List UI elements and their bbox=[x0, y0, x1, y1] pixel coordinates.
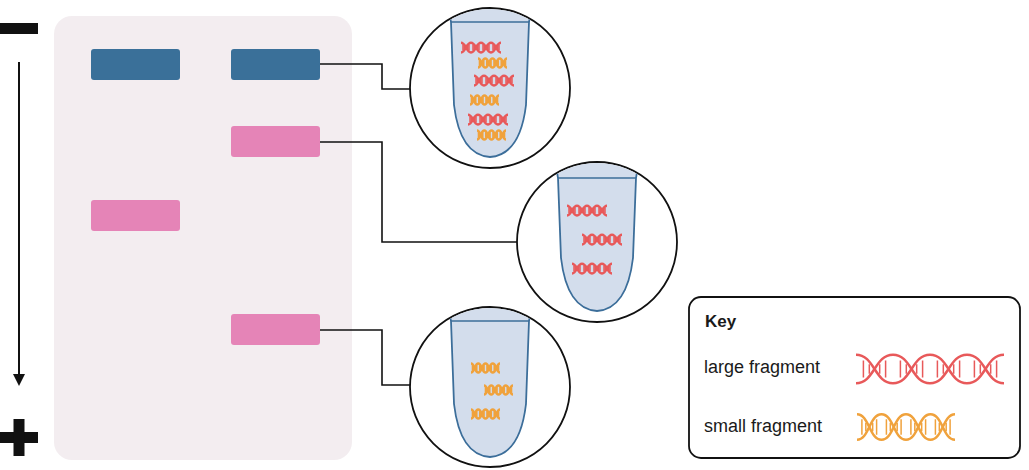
small-fragment-icon bbox=[857, 414, 955, 440]
gel bbox=[54, 16, 352, 460]
dna-band bbox=[231, 314, 320, 345]
dna-band bbox=[231, 126, 320, 157]
minus-sign bbox=[0, 23, 38, 34]
tube bbox=[448, 305, 532, 457]
legend-box bbox=[689, 297, 1020, 458]
tube bbox=[555, 160, 639, 311]
tube bbox=[448, 6, 532, 157]
legend-text: large fragment bbox=[704, 357, 820, 379]
direction-arrow bbox=[18, 62, 20, 376]
leader-line bbox=[320, 64, 411, 89]
well-band bbox=[231, 49, 320, 80]
large-fragment-icon bbox=[856, 355, 1004, 384]
dna-band bbox=[91, 200, 180, 231]
legend-text: small fragment bbox=[704, 416, 822, 438]
well-band bbox=[91, 49, 180, 80]
legend-heading: Key bbox=[705, 312, 736, 332]
leader-line bbox=[320, 330, 411, 385]
plus-sign bbox=[0, 419, 38, 456]
arrow-head bbox=[13, 374, 25, 386]
